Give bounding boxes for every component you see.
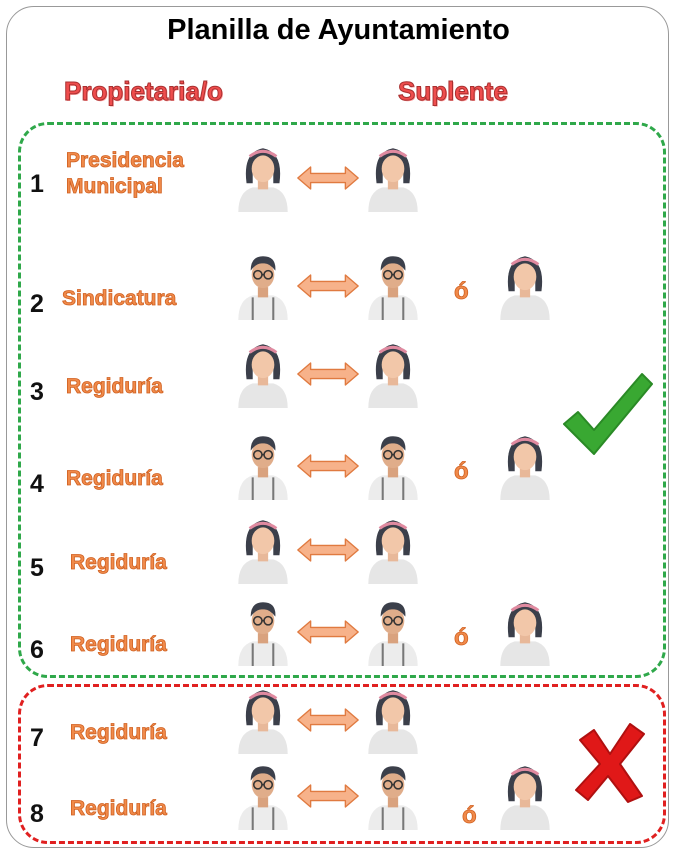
or-label: ó — [462, 802, 477, 830]
row-number: 1 — [30, 170, 44, 198]
or-label: ó — [454, 458, 469, 486]
owner-woman-icon — [232, 140, 294, 217]
check-mark-icon — [563, 373, 653, 455]
substitute-woman-icon — [362, 512, 424, 589]
row-number: 2 — [30, 290, 44, 318]
row-number: 3 — [30, 378, 44, 406]
role-label: Regiduría — [66, 375, 164, 399]
substitute-man-icon — [362, 758, 424, 835]
double-arrow-icon — [296, 360, 360, 393]
owner-woman-icon — [232, 336, 294, 413]
double-arrow-icon — [296, 452, 360, 485]
double-arrow-icon — [296, 164, 360, 197]
role-label: Regiduría — [70, 633, 168, 657]
row-number: 4 — [30, 470, 44, 498]
owner-column-header: Propietaria/o — [64, 76, 224, 107]
double-arrow-icon — [296, 272, 360, 305]
or-label: ó — [454, 278, 469, 306]
row-number: 5 — [30, 554, 44, 582]
alt-substitute-woman-icon — [494, 428, 556, 505]
alt-substitute-woman-icon — [494, 248, 556, 325]
owner-woman-icon — [232, 682, 294, 759]
valid-group-box — [18, 122, 666, 678]
double-arrow-icon — [296, 536, 360, 569]
substitute-woman-icon — [362, 336, 424, 413]
substitute-column-header: Suplente — [398, 76, 509, 107]
substitute-woman-icon — [362, 682, 424, 759]
double-arrow-icon — [296, 706, 360, 739]
row-number: 7 — [30, 724, 44, 752]
or-label: ó — [454, 624, 469, 652]
role-label: Presidencia Municipal — [66, 149, 185, 199]
invalid-group-box — [18, 684, 666, 844]
role-label: Regiduría — [66, 467, 164, 491]
row-number: 6 — [30, 636, 44, 664]
double-arrow-icon — [296, 782, 360, 815]
role-label: Sindicatura — [62, 287, 177, 311]
owner-woman-icon — [232, 512, 294, 589]
role-label: Regiduría — [70, 721, 168, 745]
double-arrow-icon — [296, 618, 360, 651]
alt-substitute-woman-icon — [494, 758, 556, 835]
owner-man-icon — [232, 428, 294, 505]
substitute-man-icon — [362, 594, 424, 671]
role-label: Regiduría — [70, 797, 168, 821]
alt-substitute-woman-icon — [494, 594, 556, 671]
owner-man-icon — [232, 758, 294, 835]
substitute-woman-icon — [362, 140, 424, 217]
diagram-frame — [6, 6, 669, 848]
row-number: 8 — [30, 800, 44, 828]
owner-man-icon — [232, 248, 294, 325]
substitute-man-icon — [362, 248, 424, 325]
page-title: Planilla de Ayuntamiento — [167, 14, 510, 46]
substitute-man-icon — [362, 428, 424, 505]
cross-mark-icon — [575, 723, 645, 803]
owner-man-icon — [232, 594, 294, 671]
role-label: Regiduría — [70, 551, 168, 575]
